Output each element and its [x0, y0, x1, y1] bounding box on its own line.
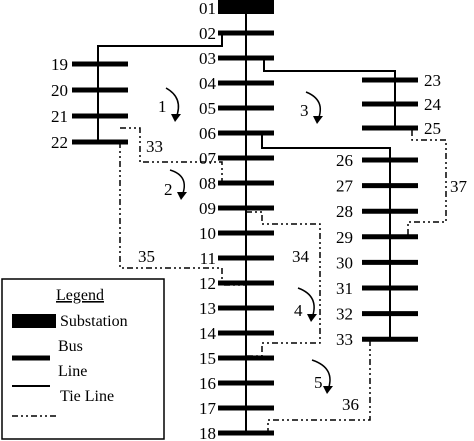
bus-label-23: 23 [424, 71, 441, 90]
tie-label-35: 35 [138, 247, 155, 266]
bus-label-17: 17 [199, 399, 217, 418]
bus-label-24: 24 [424, 95, 442, 114]
bus-label-15: 15 [199, 349, 216, 368]
bus-label-02: 02 [199, 24, 216, 43]
bus-label-28: 28 [336, 202, 353, 221]
loop-markers: 1 2 3 4 5 [158, 87, 333, 394]
bus-label-27: 27 [336, 177, 354, 196]
bus-label-18: 18 [199, 424, 216, 441]
loop-marker-1: 1 [158, 87, 181, 122]
bus-label-11: 11 [200, 249, 216, 268]
bus-label-10: 10 [199, 224, 216, 243]
substation-block [218, 0, 274, 14]
bus-label-13: 13 [199, 299, 216, 318]
tie-line-labels: 33 34 35 36 37 [138, 137, 468, 414]
bus-label-05: 05 [199, 99, 216, 118]
bus-label-26: 26 [336, 151, 353, 170]
bus-label-22: 22 [51, 133, 68, 152]
legend-bus-label: Bus [58, 338, 83, 355]
bus-label-29: 29 [336, 228, 353, 247]
tie-label-37: 37 [450, 177, 468, 196]
bus-label-14: 14 [199, 324, 217, 343]
bus-label-32: 32 [336, 305, 353, 324]
bus-label-30: 30 [336, 253, 353, 272]
legend-line-label: Line [58, 363, 87, 380]
bus-label-12: 12 [199, 274, 216, 293]
bus-label-03: 03 [199, 49, 216, 68]
tie-lines [119, 127, 447, 434]
tie-line-36 [246, 340, 371, 434]
bus-labels: 0102030405060708091011121314151617181920… [51, 0, 442, 441]
svg-text:5: 5 [314, 373, 323, 392]
legend-substation-swatch [12, 314, 56, 328]
bus-label-16: 16 [199, 374, 216, 393]
svg-text:1: 1 [158, 97, 167, 116]
bus-label-20: 20 [51, 81, 68, 100]
svg-text:4: 4 [294, 301, 303, 320]
tie-label-34: 34 [292, 247, 310, 266]
bus-label-04: 04 [199, 74, 217, 93]
bus-bars [72, 30, 418, 436]
svg-text:3: 3 [300, 101, 309, 120]
bus-label-31: 31 [336, 279, 353, 298]
bus-label-09: 09 [199, 199, 216, 218]
bus-label-08: 08 [199, 174, 216, 193]
loop-marker-3: 3 [300, 91, 323, 124]
legend-substation-label: Substation [60, 313, 128, 330]
loop-marker-5: 5 [311, 359, 333, 394]
bus-label-07: 07 [199, 149, 217, 168]
bus-label-01: 01 [199, 0, 216, 18]
tie-label-36: 36 [342, 395, 359, 414]
legend-title: Legend [56, 287, 104, 304]
bus-label-19: 19 [51, 55, 68, 74]
legend: Legend Substation Bus Line Tie Line [1, 278, 165, 440]
svg-text:2: 2 [164, 180, 173, 199]
loop-marker-2: 2 [164, 169, 187, 200]
tie-label-33: 33 [146, 137, 163, 156]
legend-tie-label: Tie Line [60, 388, 114, 405]
tie-line-37 [390, 130, 447, 237]
bus-label-21: 21 [51, 107, 68, 126]
bus-label-33: 33 [336, 330, 353, 349]
bus-label-25: 25 [424, 119, 441, 138]
loop-marker-4: 4 [294, 287, 317, 322]
bus-label-06: 06 [199, 124, 216, 143]
